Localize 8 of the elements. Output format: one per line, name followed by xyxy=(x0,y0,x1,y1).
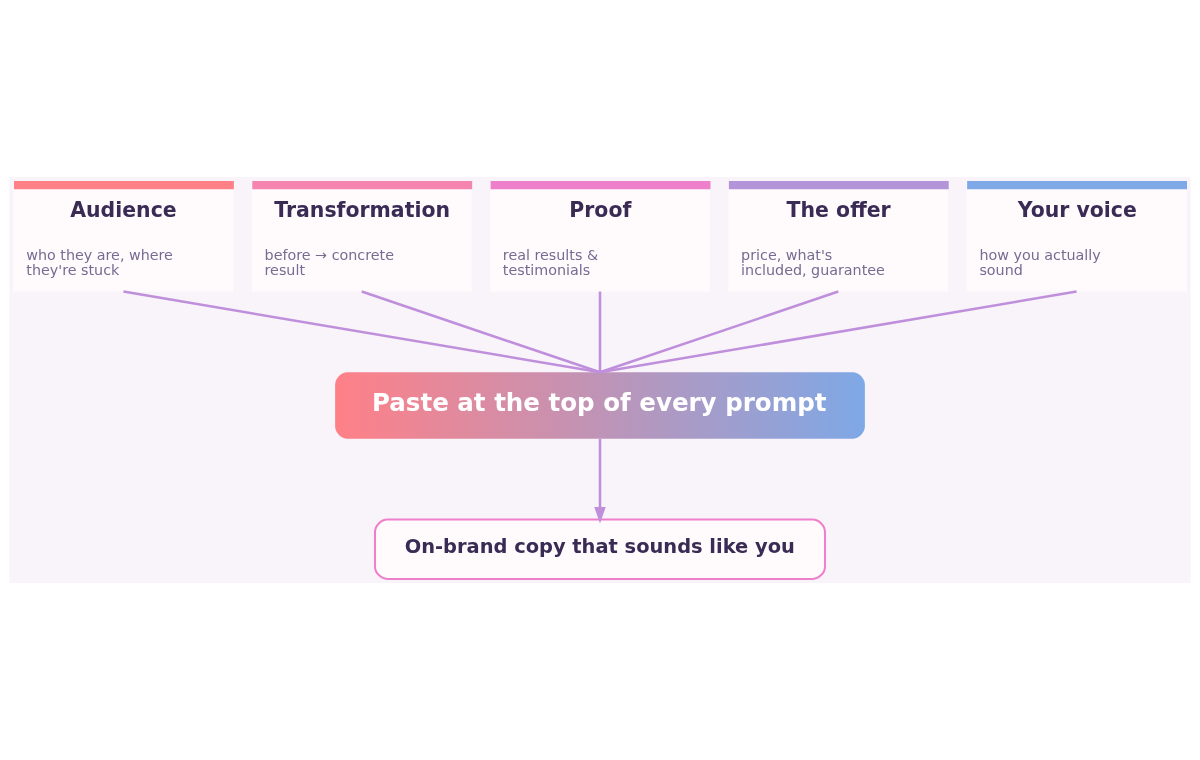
connector xyxy=(599,290,839,374)
connector xyxy=(598,291,602,373)
connector xyxy=(123,290,601,374)
connector xyxy=(599,290,1077,374)
connector xyxy=(361,290,601,374)
arrow xyxy=(594,438,606,524)
node-box: On-brand copy that sounds like you xyxy=(374,518,826,580)
node-box: Paste at the top of every prompt xyxy=(335,372,865,439)
